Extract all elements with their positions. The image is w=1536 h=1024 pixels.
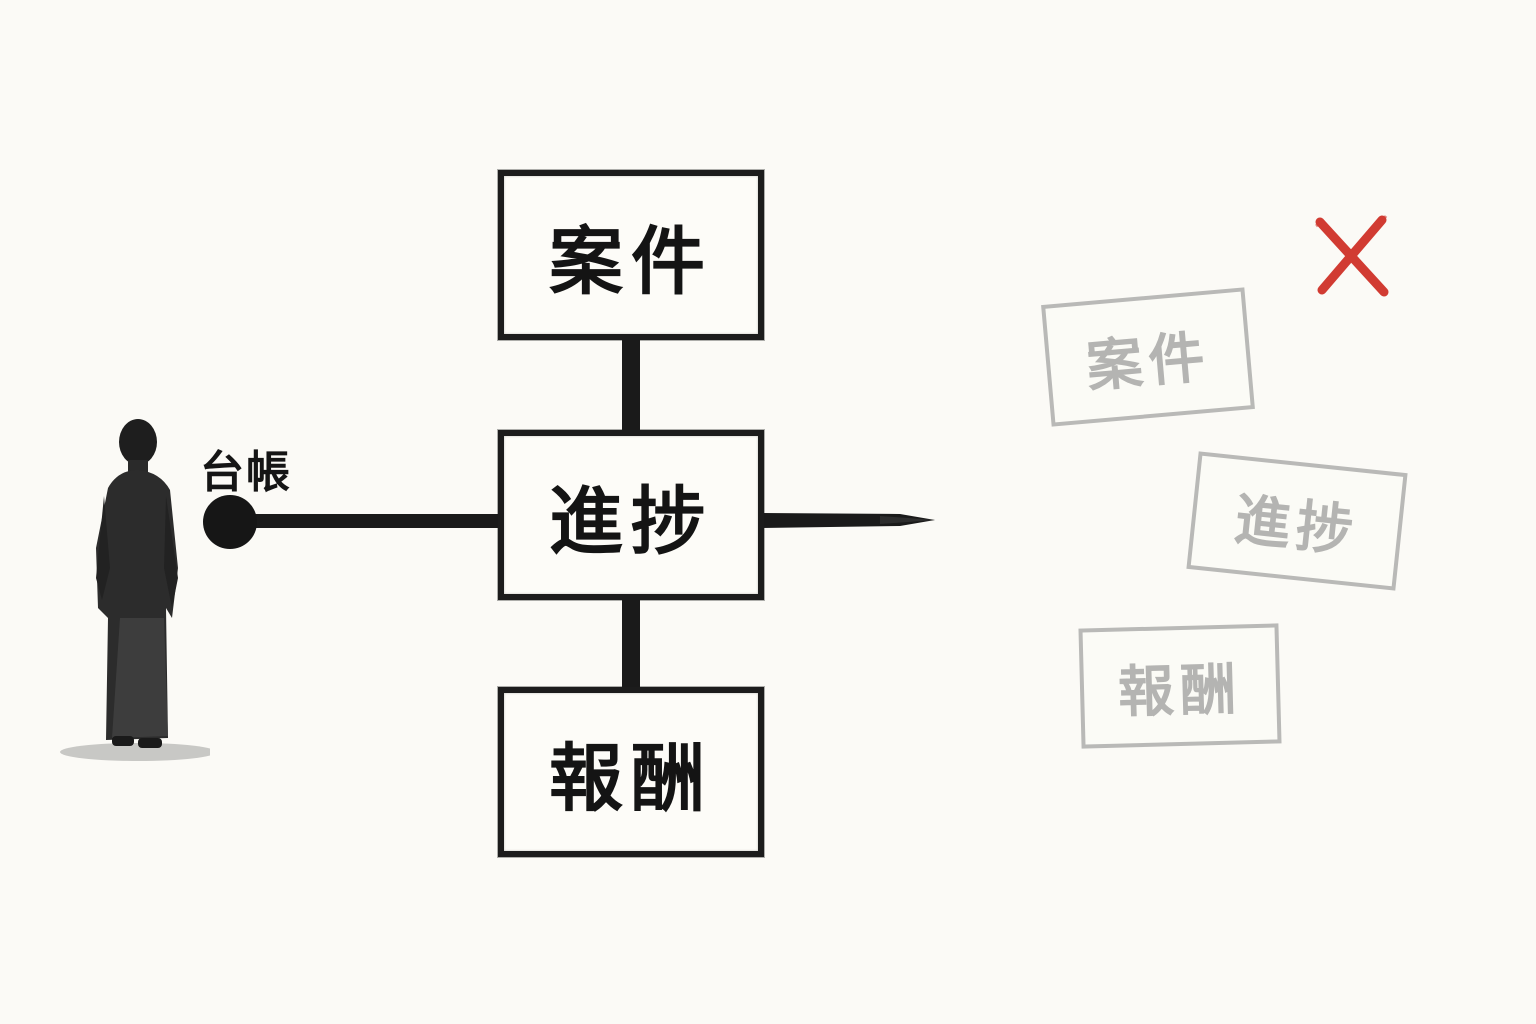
stack-box-label: 進捗 [549, 478, 713, 565]
scattered-box-label: 案件 [1083, 323, 1214, 400]
scattered-box-label: 進捗 [1231, 486, 1362, 565]
stack-box-label: 案件 [549, 218, 713, 305]
scattered-box-progress: 進捗 [1186, 451, 1408, 591]
scattered-box-label: 報酬 [1117, 655, 1243, 726]
connector-progress-reward [622, 596, 640, 692]
scattered-box-reward: 報酬 [1078, 623, 1282, 749]
connector-broken-line [760, 513, 935, 528]
connector-case-progress [622, 336, 640, 434]
ink-dot-icon [203, 495, 257, 549]
ledger-label: 台帳 [200, 447, 292, 498]
scattered-box-case: 案件 [1041, 287, 1255, 427]
stack-box-label: 報酬 [549, 735, 713, 822]
connector-ledger-line [232, 514, 502, 528]
stack-box-case: 案件 [498, 170, 764, 340]
stack-box-reward: 報酬 [498, 687, 764, 857]
stack-box-progress: 進捗 [498, 430, 764, 600]
standing-robed-figure-icon [60, 419, 210, 761]
red-x-icon [1315, 215, 1389, 297]
